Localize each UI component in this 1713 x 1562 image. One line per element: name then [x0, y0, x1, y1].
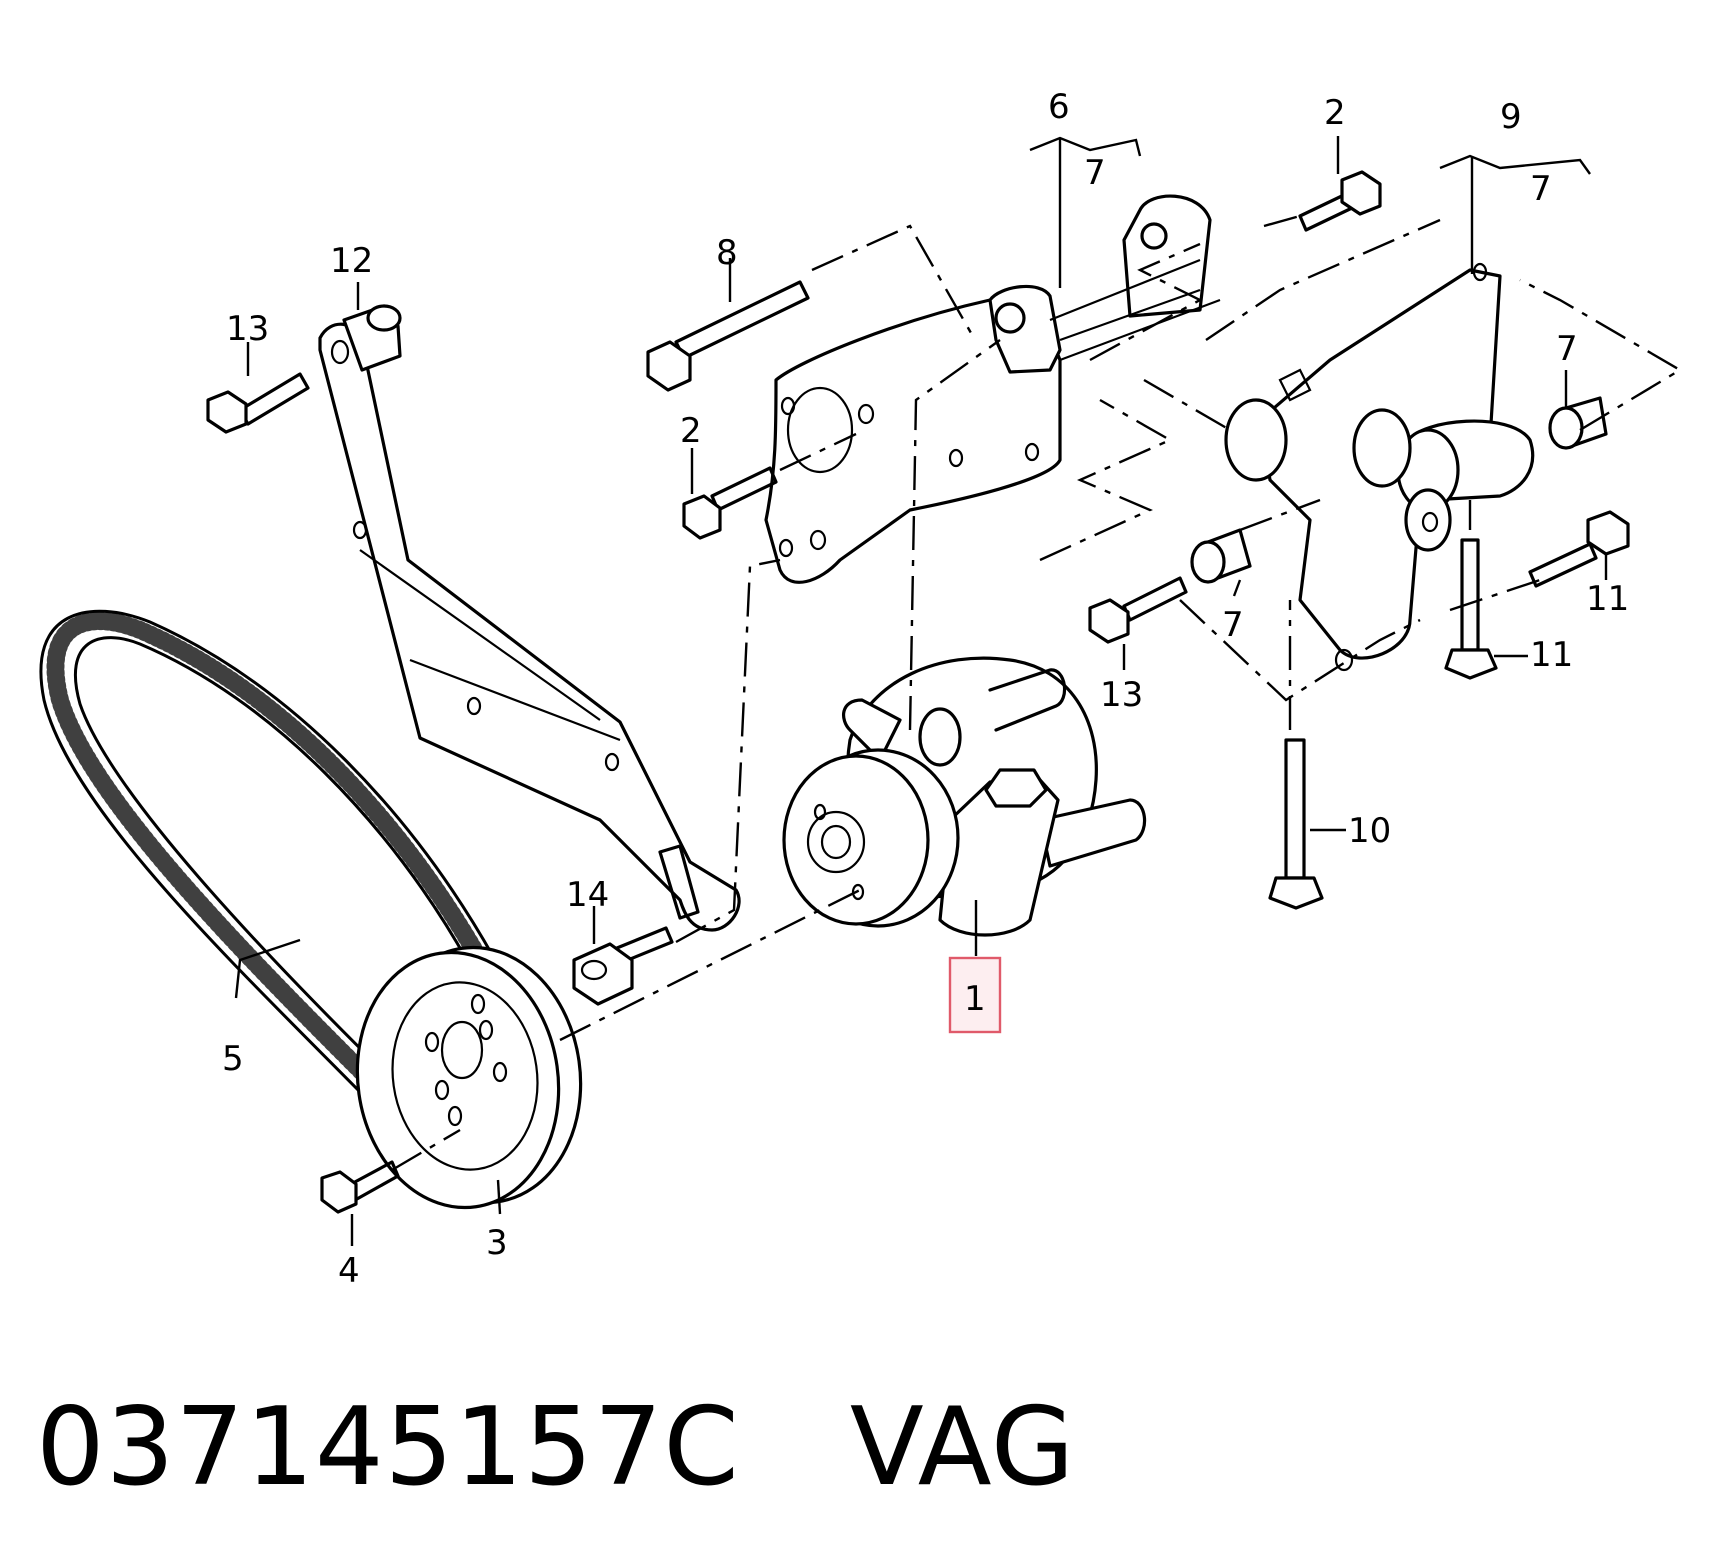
bracket-9 [1224, 262, 1535, 672]
drive-belt [39, 609, 496, 1102]
bolt-14 [572, 926, 674, 1006]
bolt-10 [1268, 738, 1324, 910]
pulley-bolt [320, 1160, 400, 1214]
bolt-8 [646, 280, 810, 392]
exploded-parts-diagram: 1 2 2 3 4 5 6 7 7 7 7 8 9 10 11 11 12 13… [39, 87, 1683, 1291]
power-steering-pump [782, 656, 1147, 937]
highlight-box [948, 956, 1002, 1034]
bolt-11-upper [1528, 510, 1630, 588]
callout-2-right[interactable]: 2 [1324, 93, 1346, 133]
callout-6[interactable]: 6 [1048, 87, 1070, 127]
pulley [355, 945, 583, 1210]
part-number: 037145157C [36, 1385, 740, 1510]
manufacturer-name: VAG [849, 1385, 1076, 1510]
callout-8[interactable]: 8 [716, 233, 738, 273]
bushing-7-lower [1190, 528, 1252, 584]
callout-14[interactable]: 14 [566, 875, 609, 915]
callout-9[interactable]: 9 [1500, 97, 1522, 137]
bolt-2-left [682, 466, 778, 540]
callout-7-top-left[interactable]: 7 [1084, 153, 1106, 193]
callout-3[interactable]: 3 [486, 1223, 508, 1263]
callout-7-lower[interactable]: 7 [1222, 605, 1244, 645]
callout-10[interactable]: 10 [1348, 811, 1391, 851]
callout-11-lower[interactable]: 11 [1530, 635, 1573, 675]
callout-5[interactable]: 5 [222, 1039, 244, 1079]
callout-12[interactable]: 12 [330, 241, 373, 281]
bracket-6 [764, 194, 1221, 584]
part-caption: 037145157C VAG [36, 1378, 1075, 1518]
callout-11-upper[interactable]: 11 [1586, 579, 1629, 619]
callout-4[interactable]: 4 [338, 1251, 360, 1291]
callout-labels: 1 2 2 3 4 5 6 7 7 7 7 8 9 10 11 11 12 13… [222, 87, 1629, 1291]
callout-7-top-right[interactable]: 7 [1530, 169, 1552, 209]
callout-13-left[interactable]: 13 [226, 309, 269, 349]
callout-1[interactable]: 1 [964, 979, 986, 1019]
long-bracket [318, 304, 741, 932]
bolt-11-lower [1444, 538, 1498, 680]
callout-13-right[interactable]: 13 [1100, 675, 1143, 715]
bolt-13-right [1088, 576, 1188, 644]
assembly-lines [391, 214, 1683, 1172]
bolt-13-left [206, 372, 310, 434]
callout-2-left[interactable]: 2 [680, 411, 702, 451]
bushing-7-right [1548, 396, 1608, 450]
leader-lines [234, 136, 1608, 1246]
callout-7-right[interactable]: 7 [1556, 329, 1578, 369]
bolt-2-right [1298, 170, 1382, 232]
